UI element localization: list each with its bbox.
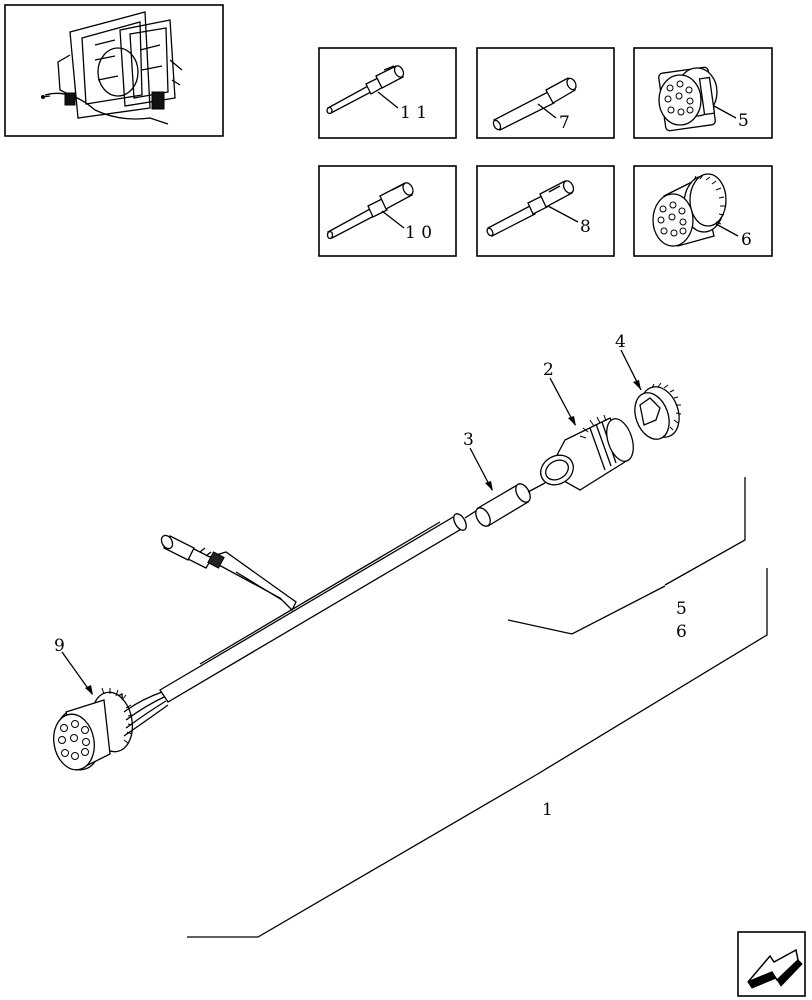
coupling-ring-part-4 (634, 386, 680, 440)
callout-group-6: 6 (676, 622, 687, 642)
panel-receptacle-connector-5: 5 (633, 47, 773, 139)
round-connector-part-9 (53, 687, 169, 771)
panel-pin-terminal-11: 1 1 (318, 47, 457, 139)
panel-socket-terminal-8: 8 (476, 165, 615, 257)
callout-group-5: 5 (676, 599, 687, 619)
callout-3: 3 (463, 430, 474, 450)
callout-leaders (61, 349, 768, 938)
grommet-part-3 (475, 483, 531, 527)
machine-location-thumbnail (4, 4, 224, 137)
wiring-harness (53, 382, 682, 771)
callout-4: 4 (615, 332, 626, 352)
callout-2: 2 (543, 360, 554, 380)
callout-10: 1 0 (405, 223, 432, 243)
panel-plug-connector-6: 6 (633, 165, 773, 257)
next-page-arrow-icon[interactable] (737, 931, 806, 997)
callout-5: 5 (738, 111, 749, 131)
callout-11: 1 1 (400, 103, 427, 123)
panel-socket-terminal-7: 7 (476, 47, 615, 139)
panel-pin-terminal-10: 1 0 (318, 165, 457, 257)
callout-1: 1 (542, 800, 553, 820)
callout-7: 7 (559, 113, 570, 133)
callout-9: 9 (54, 636, 65, 656)
callout-8: 8 (580, 217, 591, 237)
connector-housing-part-2 (540, 417, 634, 491)
callout-6: 6 (741, 230, 752, 250)
